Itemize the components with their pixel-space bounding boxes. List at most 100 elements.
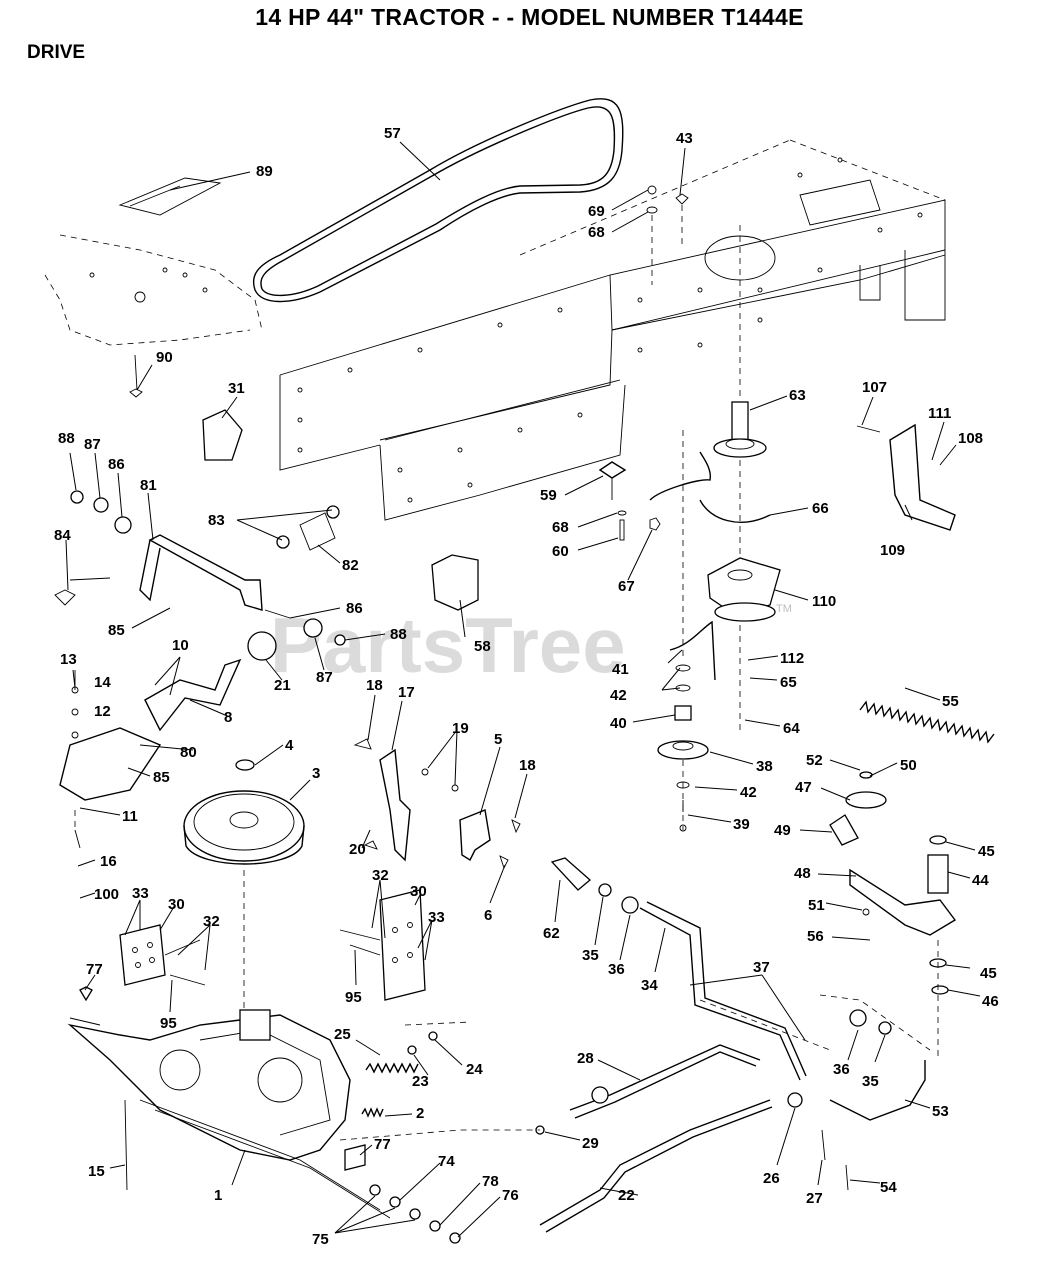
- callout-label: 22: [618, 1187, 635, 1204]
- callout-label: 75: [312, 1231, 329, 1248]
- callout-label: 35: [862, 1073, 879, 1090]
- watermark-trademark: TM: [776, 603, 792, 615]
- transaxle: [67, 1009, 391, 1219]
- callout-label: 107: [862, 379, 887, 396]
- callout-label: 48: [794, 865, 811, 882]
- callout-label: 43: [676, 130, 693, 147]
- callout-label: 50: [900, 757, 917, 774]
- callout-label: 8: [224, 709, 232, 726]
- callout-label: 34: [641, 977, 658, 994]
- callout-label: 80: [180, 744, 197, 761]
- watermark-text: PartsTree: [270, 601, 626, 689]
- tractor-frame: [279, 139, 946, 521]
- callout-label: 85: [153, 769, 170, 786]
- callout-label: 69: [588, 203, 605, 220]
- control-brackets: [353, 738, 521, 870]
- callout-label: 89: [256, 163, 273, 180]
- callout-label: 11: [122, 808, 138, 825]
- callout-label: 30: [168, 896, 185, 913]
- callout-label: 78: [482, 1173, 499, 1190]
- callout-label: 88: [58, 430, 75, 447]
- brake-linkage: [59, 658, 242, 849]
- callout-label: 12: [94, 703, 111, 720]
- callout-label: 42: [740, 784, 757, 801]
- callout-label: 87: [316, 669, 333, 686]
- callout-label: 85: [108, 622, 125, 639]
- drive-belt: [253, 98, 624, 303]
- callout-label: 57: [384, 125, 401, 142]
- callout-label: 19: [452, 720, 469, 737]
- callout-label: 44: [972, 872, 989, 889]
- callout-label: 3: [312, 765, 320, 782]
- callout-label: 83: [208, 512, 225, 529]
- callout-label: 39: [733, 816, 750, 833]
- watermark: PartsTree TM: [270, 601, 792, 689]
- callout-label: 18: [366, 677, 383, 694]
- callout-label: 35: [582, 947, 599, 964]
- callout-label: 13: [60, 651, 77, 668]
- callout-label: 67: [618, 578, 635, 595]
- callout-label: 4: [285, 737, 294, 754]
- callout-label: 45: [980, 965, 997, 982]
- callout-label: 86: [346, 600, 363, 617]
- callout-label: 111: [928, 405, 951, 422]
- callout-label: 46: [982, 993, 999, 1010]
- callout-label: 49: [774, 822, 791, 839]
- callout-label: 74: [438, 1153, 455, 1170]
- callout-label: 1: [214, 1187, 222, 1204]
- callout-label: 62: [543, 925, 560, 942]
- callout-label: 90: [156, 349, 173, 366]
- callout-label: 54: [880, 1179, 897, 1196]
- callout-label: 95: [160, 1015, 177, 1032]
- callout-label: 110: [812, 593, 836, 610]
- callout-label: 87: [84, 436, 101, 453]
- callout-label: 59: [540, 487, 557, 504]
- callout-label: 81: [140, 477, 157, 494]
- callout-label: 24: [466, 1061, 483, 1078]
- callout-label: 100: [94, 886, 119, 903]
- axle-bracket-plates: [119, 889, 426, 1001]
- callout-label: 68: [588, 224, 605, 241]
- callout-label: 31: [228, 380, 245, 397]
- callout-label: 60: [552, 543, 569, 560]
- callout-label: 65: [780, 674, 797, 691]
- callout-label: 41: [612, 661, 629, 678]
- callout-label: 88: [390, 626, 407, 643]
- callout-label: 27: [806, 1190, 823, 1207]
- callout-label: 66: [812, 500, 829, 517]
- axle-hardware: [69, 986, 461, 1244]
- callout-label: 23: [412, 1073, 429, 1090]
- springs: [361, 1031, 438, 1118]
- callout-label: 56: [807, 928, 824, 945]
- callout-label: 42: [610, 687, 627, 704]
- callout-label: 68: [552, 519, 569, 536]
- callout-label: 36: [833, 1061, 850, 1078]
- callout-label: 58: [474, 638, 491, 655]
- callout-label: 21: [274, 677, 291, 694]
- callout-label: 51: [808, 897, 825, 914]
- callout-label: 16: [100, 853, 117, 870]
- callout-label: 86: [108, 456, 125, 473]
- callout-labels: 57 89 43 69 68 90 31 63 107 111 108 88 8…: [54, 125, 999, 1248]
- callout-label: 10: [172, 637, 189, 654]
- transmission-pulley: [183, 759, 305, 1010]
- callout-label: 109: [880, 542, 905, 559]
- shift-lever-assembly: [54, 490, 346, 661]
- callout-label: 14: [94, 674, 111, 691]
- callout-label: 17: [398, 684, 415, 701]
- linkage-rods: [339, 857, 931, 1233]
- callout-label: 33: [132, 885, 149, 902]
- callout-label: 112: [780, 650, 804, 667]
- callout-label: 95: [345, 989, 362, 1006]
- callout-label: 64: [783, 720, 800, 737]
- callout-label: 18: [519, 757, 536, 774]
- callout-label: 53: [932, 1103, 949, 1120]
- callout-label: 82: [342, 557, 359, 574]
- callout-label: 20: [349, 841, 366, 858]
- callout-label: 30: [410, 883, 427, 900]
- callout-label: 47: [795, 779, 812, 796]
- callout-label: 77: [86, 961, 103, 978]
- page-title: 14 HP 44" TRACTOR - - MODEL NUMBER T1444…: [255, 4, 804, 30]
- leader-lines: [65, 141, 981, 1238]
